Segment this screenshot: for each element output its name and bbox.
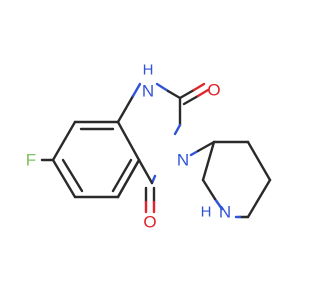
- n1-label: N: [142, 82, 154, 101]
- bond-c5-c4-ring: [51, 158, 77, 199]
- piperidine-h-label: H: [201, 204, 212, 221]
- o4-label: O: [143, 213, 156, 232]
- bond-c2-o2-d: [196, 88, 210, 98]
- structure-svg: F H N O N O N H: [26, 62, 272, 232]
- bond-n1-c2-blue: [155, 82, 170, 93]
- bond-n3-c4: [137, 158, 154, 185]
- bond-pip-n-c5-b: [213, 197, 224, 211]
- n1-hydrogen-label: H: [143, 62, 154, 79]
- bond-c8a-c4a-inner: [111, 158, 133, 193]
- bond-n1-c8a-blue: [131, 82, 142, 98]
- bond-c4-c4a: [116, 158, 141, 199]
- bond-c7-c8a: [116, 120, 141, 162]
- bond-c8a-n1: [116, 94, 135, 124]
- bond-c5-c4-ring-inner: [61, 158, 84, 193]
- piperidine-n-label: N: [219, 203, 231, 222]
- bond-c2-o2-a: [178, 88, 196, 100]
- bond-pip-n-c5-a: [201, 178, 217, 201]
- bond-pip-c2-c3: [246, 140, 272, 182]
- n3-label: N: [177, 151, 189, 170]
- bond-n3-pip: [196, 140, 216, 153]
- molecule-diagram: F H N O N O N H: [26, 62, 272, 232]
- bond-c5-c6: [51, 120, 77, 162]
- bond-pip-c5-c1: [201, 140, 216, 182]
- bond-pip-c3-c4: [246, 178, 272, 219]
- bond-c2-o2-b: [192, 82, 206, 92]
- bond-n3-pip-blue: [189, 149, 200, 157]
- o2-label: O: [207, 81, 220, 100]
- fluorine-label: F: [26, 151, 36, 170]
- bond-c2-o2-c: [182, 94, 200, 106]
- bond-c2-n3-blue: [173, 123, 182, 136]
- bond-n1-c2: [166, 89, 182, 100]
